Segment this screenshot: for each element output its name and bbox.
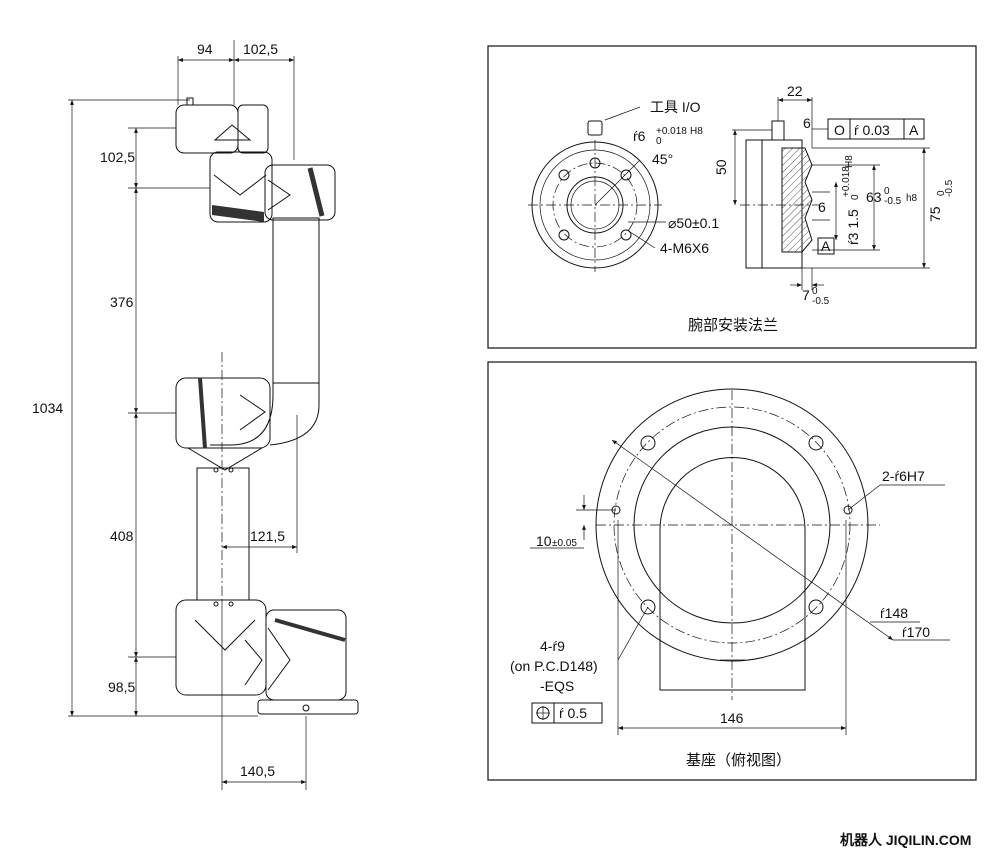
base-joint	[265, 609, 347, 701]
wrist-flange-title: 腕部安装法兰	[688, 317, 778, 334]
base-plate	[257, 699, 359, 715]
dim-94: 94	[197, 41, 213, 57]
tolerance-value: ŕ 0.03	[854, 122, 890, 138]
spigot-31-5: ŕ3 1.5	[845, 209, 861, 245]
pcd-148-label: ŕ148	[880, 605, 908, 621]
wrist3-housing	[175, 104, 239, 154]
dim-121-5: 121,5	[250, 528, 285, 544]
flange-hole	[558, 169, 570, 181]
mount-hole	[640, 435, 656, 451]
hole-dia-label: ŕ6	[633, 128, 646, 144]
dim-7-tol-lower: -0.5	[812, 296, 830, 307]
base-view-labels: 2-ŕ6H7 10 ±0.05 ŕ148 ŕ170 4-ŕ9 (on P.C.D…	[510, 468, 930, 769]
hole-tol-upper: +0.018	[656, 126, 687, 137]
wrist-section-labels: 22 6 O ŕ 0.03 A 50 6 63 0 -0.5 h8 ŕ3 1.5…	[688, 83, 955, 334]
offset-tol: ±0.05	[552, 538, 577, 549]
dim-98-5: 98,5	[108, 679, 135, 695]
tool-io-label: 工具 I/O	[650, 99, 701, 115]
dim-6-mid: 6	[818, 199, 826, 215]
base-top-view	[530, 388, 950, 735]
upper-arm-tube	[196, 467, 250, 601]
pcd-label: ⌀50±0.1	[668, 215, 719, 231]
dim-75: 75	[927, 206, 943, 222]
flange-hole	[558, 229, 570, 241]
base-view-title: 基座（俯视图）	[686, 752, 791, 769]
fit-63-tol-upper: 0	[884, 186, 890, 197]
fit-63: 63	[866, 189, 882, 205]
tolerance-symbol: O	[834, 122, 845, 138]
angle-label: 45°	[652, 151, 673, 167]
mount-hole	[808, 599, 824, 615]
position-tol-value: ŕ 0.5	[559, 705, 587, 721]
hole-fit-label: H8	[690, 126, 703, 137]
shoulder-joint	[175, 599, 267, 696]
position-tol-frame	[531, 702, 603, 724]
dim-75-tol-lower: -0.5	[944, 179, 955, 197]
holes-line1: 4-ŕ9	[540, 638, 565, 654]
wrist-flange-front-view	[528, 106, 666, 272]
wrist-flange-panel	[487, 45, 977, 349]
wrist-flange-section-view	[732, 97, 930, 290]
fit-63-class: h8	[906, 193, 918, 204]
datum-label: A	[909, 122, 919, 138]
arm-dimension-labels: 94 102,5 102,5 376 408 98,5 1034 121,5 1…	[32, 41, 285, 779]
holes-line3: -EQS	[540, 678, 574, 694]
elbow-joint	[175, 377, 271, 449]
width-146: 146	[720, 710, 744, 726]
dowel-holes-label: 2-ŕ6H7	[882, 468, 925, 484]
spigot-tol-upper: +0.018	[841, 166, 852, 197]
wrist1-housing	[264, 164, 336, 221]
hole-tol-lower: 0	[656, 136, 662, 147]
flange-hole	[620, 229, 632, 241]
flange-hole	[620, 169, 632, 181]
dim-7-tol-upper: 0	[812, 286, 818, 297]
dim-1034: 1034	[32, 400, 63, 416]
forearm-tube	[272, 217, 320, 384]
dim-75-tol-upper: 0	[936, 190, 947, 196]
dim-102-5-top: 102,5	[243, 41, 278, 57]
wrist2-housing	[209, 151, 273, 223]
fit-63-tol-lower: -0.5	[884, 196, 902, 207]
mount-hole	[808, 435, 824, 451]
base-view-panel	[487, 361, 977, 781]
holes-line2: (on P.C.D148)	[510, 658, 598, 674]
thread-holes-label: 4-M6X6	[660, 240, 709, 256]
watermark: 机器人 JIQILIN.COM	[840, 832, 971, 848]
datum-box-label: A	[821, 238, 831, 254]
dia-170-label: ŕ170	[902, 624, 930, 640]
arm-dimension-lines	[68, 40, 307, 790]
dim-7: 7	[802, 287, 810, 303]
dim-102-5-left: 102,5	[100, 149, 135, 165]
dim-140-5: 140,5	[240, 763, 275, 779]
dim-22: 22	[787, 83, 803, 99]
dim-376: 376	[110, 294, 134, 310]
wrist-flange-labels: 工具 I/O ŕ6 +0.018 0 H8 45° ⌀50±0.1 4-M6X6	[633, 99, 719, 256]
dim-408: 408	[110, 528, 134, 544]
spigot-class: H8	[844, 155, 855, 168]
robot-arm-side-view	[175, 97, 359, 715]
datum-box	[817, 237, 835, 255]
spigot-tol-lower: 0	[850, 194, 861, 200]
dim-6-top: 6	[803, 115, 811, 131]
dim-50: 50	[713, 159, 729, 175]
offset-label: 10	[536, 533, 552, 549]
